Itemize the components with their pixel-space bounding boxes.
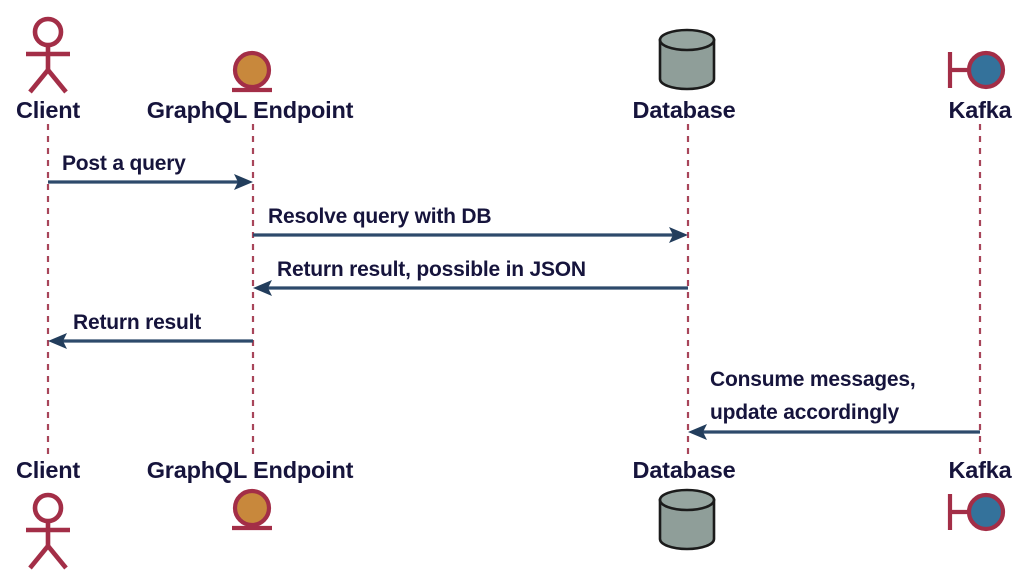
message-label: Return result, possible in JSON [277, 258, 586, 281]
actor-icon-client-top [26, 16, 70, 94]
arrowhead-left [48, 333, 67, 349]
message-return-result-json[interactable]: Return result, possible in JSON [253, 258, 688, 296]
arrowhead-left [253, 280, 272, 296]
actor-icon-database-top [658, 28, 716, 91]
message-label-line1: Consume messages, [710, 368, 916, 391]
actor-icon-graphql-bottom [232, 488, 272, 531]
actor-icon-kafka-bottom [947, 492, 1006, 532]
message-return-result[interactable]: Return result [48, 311, 253, 349]
actor-icon-kafka-top [947, 50, 1006, 90]
actor-label-client-top: Client [16, 97, 80, 123]
message-label: Post a query [62, 152, 186, 175]
actor-label-database-top: Database [633, 97, 736, 123]
actor-icon-database-bottom [658, 488, 716, 551]
actor-label-kafka-bottom: Kafka [948, 457, 1012, 483]
actor-icon-graphql-top [232, 50, 272, 93]
actor-label-client-bottom: Client [16, 457, 80, 483]
actor-labels-top: Client GraphQL Endpoint Database Kafka [16, 97, 1013, 123]
actor-label-database-bottom: Database [633, 457, 736, 483]
message-label-line2: update accordingly [710, 401, 899, 424]
actor-label-graphql-top: GraphQL Endpoint [147, 97, 354, 123]
message-label: Return result [73, 311, 201, 334]
actor-labels-bottom: Client GraphQL Endpoint Database Kafka [16, 457, 1013, 483]
message-consume-messages[interactable]: Consume messages, update accordingly [688, 368, 980, 440]
arrowhead-right [669, 227, 688, 243]
message-resolve-query-with-db[interactable]: Resolve query with DB [253, 205, 688, 243]
actor-icon-client-bottom [26, 492, 70, 570]
arrowhead-left [688, 424, 707, 440]
actor-label-graphql-bottom: GraphQL Endpoint [147, 457, 354, 483]
message-post-a-query[interactable]: Post a query [48, 152, 253, 190]
message-label: Resolve query with DB [268, 205, 491, 228]
actor-label-kafka-top: Kafka [948, 97, 1012, 123]
arrowhead-right [234, 174, 253, 190]
